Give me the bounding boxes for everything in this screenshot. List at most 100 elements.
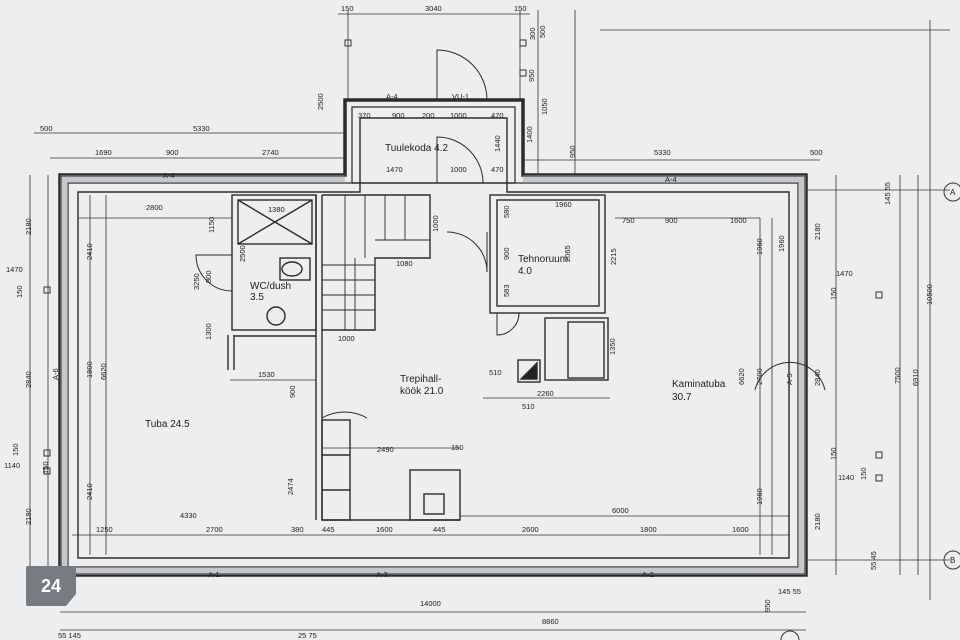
dim-text: 2410 [85, 483, 94, 500]
dim-text: 2180 [24, 218, 33, 235]
dim-text: 900 [665, 216, 678, 225]
dim-text: 2700 [755, 368, 764, 385]
dim-text: 2600 [522, 525, 539, 534]
room-labels: Tuulekoda 4.2 Tehnoruum 4.0 WC/dush 3.5 … [145, 143, 726, 430]
dim-text: 583 [502, 284, 511, 297]
dim-text: 150 [451, 443, 464, 452]
dim-text: 1080 [396, 259, 413, 268]
dim-text: 1000 [431, 215, 440, 232]
room-label-wc: WC/dush [250, 281, 291, 292]
dim-text: 150 [341, 4, 354, 13]
dim-text: 1960 [755, 488, 764, 505]
dim-text: 3250 [192, 273, 201, 290]
dim-text: 2260 [537, 389, 554, 398]
dim-text: 2180 [813, 223, 822, 240]
grid-axis-markers [780, 182, 960, 640]
dim-text: 6620 [99, 363, 108, 380]
dim-text: 10500 [925, 284, 934, 305]
dim-text: 25 75 [298, 631, 317, 640]
dim-text: 8860 [542, 617, 559, 626]
dim-text: 4330 [180, 511, 197, 520]
dim-text: 1470 [6, 265, 23, 274]
dim-text: 1140 [4, 461, 20, 470]
dim-text: 510 [522, 402, 535, 411]
dim-text: 1300 [204, 323, 213, 340]
dim-text: 1960 [777, 235, 786, 252]
dim-text: 14000 [420, 599, 441, 608]
dim-text: 1400 [525, 126, 534, 143]
dim-text: 1470 [386, 165, 403, 174]
window-labels: A-4 VU-1 A-4 A-4 A-6 A-5 A-1 A-3 A-2 [51, 92, 794, 579]
dim-text: 1530 [258, 370, 275, 379]
window-a3: A-3 [376, 570, 388, 579]
post-markers [43, 39, 883, 482]
dim-text: 150 [829, 287, 838, 300]
dim-text: 2065 [563, 245, 572, 262]
dim-text: 2180 [24, 508, 33, 525]
axis-a-circle [943, 182, 960, 202]
dim-text: 500 [810, 148, 823, 157]
room-label-trepihall: Trepihall- [400, 374, 441, 385]
dim-text: 900 [392, 111, 405, 120]
room-area-kaminatuba: 30.7 [672, 392, 692, 403]
dim-text: 470 [491, 111, 504, 120]
dim-text: 2800 [146, 203, 163, 212]
dim-text: 200 [422, 111, 435, 120]
interior-walls [227, 182, 609, 521]
window-a1: A-1 [208, 570, 220, 579]
dim-text: 6910 [911, 369, 920, 386]
window-vu1: VU-1 [452, 92, 469, 101]
dim-text: 1600 [730, 216, 747, 225]
dim-text: 1150 [207, 217, 216, 233]
dim-text: 2700 [206, 525, 223, 534]
dim-text: 445 [322, 525, 335, 534]
room-area-wc: 3.5 [250, 292, 264, 303]
dim-text: 900 [288, 385, 297, 398]
window-a5: A-5 [785, 373, 794, 385]
dim-text: 1800 [85, 361, 94, 378]
dim-text: 5330 [193, 124, 210, 133]
dim-text: 150 [11, 443, 20, 456]
dim-text: 510 [489, 368, 502, 377]
dim-text: 950 [763, 599, 772, 612]
dim-text: 1050 [540, 98, 549, 115]
dim-text: 5330 [654, 148, 671, 157]
room-label-kaminatuba: Kaminatuba [672, 379, 726, 390]
dim-text: 7500 [893, 367, 902, 384]
dim-text: 370 [358, 111, 371, 120]
dim-text: 580 [502, 205, 511, 218]
dim-text: 500 [538, 25, 547, 38]
dim-text: 470 [491, 165, 504, 174]
dim-text: 300 [528, 27, 537, 40]
site-logo-badge: 24 [26, 566, 76, 606]
room-label-tehnoruum: Tehnoruum [518, 254, 568, 265]
axis-b-label: B [950, 556, 955, 565]
dimension-texts-vertical: 300 500 950 1050 1400 2500 950 1440 1150… [11, 25, 934, 612]
dim-text: 500 [40, 124, 53, 133]
dim-text: 1000 [450, 111, 467, 120]
dim-text: 150 [514, 4, 527, 13]
dim-text: 1600 [376, 525, 393, 534]
dimension-texts: 150 3040 150 500 5330 1690 900 2740 370 … [4, 4, 854, 640]
window-a4-right: A-4 [665, 175, 677, 184]
dim-text: 1600 [732, 525, 749, 534]
room-area-tehnoruum: 4.0 [518, 266, 532, 277]
dim-text: 2740 [262, 148, 279, 157]
dim-text: 1380 [268, 205, 285, 214]
dim-text: 2840 [813, 369, 822, 386]
wall-fill [60, 175, 806, 575]
dim-text: 950 [527, 69, 536, 82]
dim-text: 2180 [813, 513, 822, 530]
dim-text: 1000 [450, 165, 467, 174]
dim-text: 55 145 [58, 631, 81, 640]
dim-text: 1960 [755, 238, 764, 255]
dim-text: 1440 [493, 135, 502, 152]
dim-text: 6620 [737, 368, 746, 385]
dim-text: 6000 [612, 506, 629, 515]
dim-text: 900 [166, 148, 179, 157]
dim-text: 145 55 [778, 587, 801, 596]
dimension-lines [29, 10, 950, 631]
dim-text: 445 [433, 525, 446, 534]
dim-text: 2500 [238, 245, 247, 262]
